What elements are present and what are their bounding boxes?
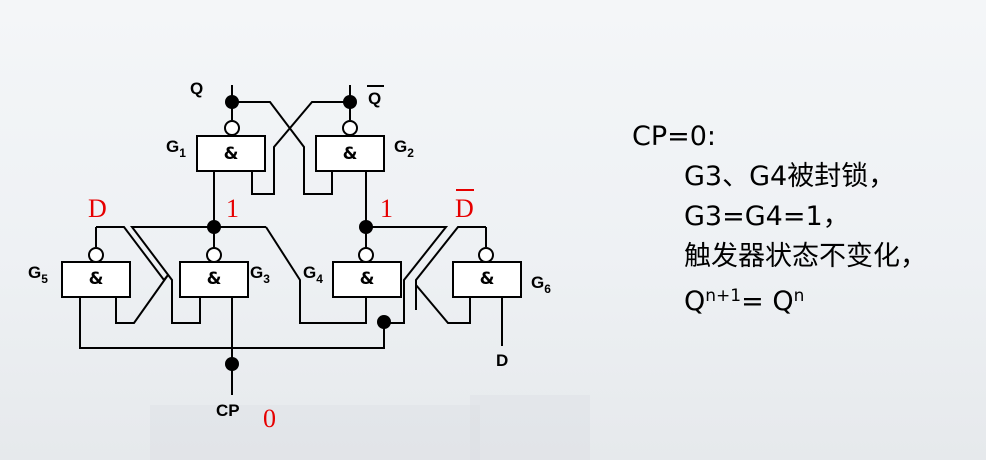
red-cp-value: 0 [263, 404, 276, 433]
gate-g2: & [315, 135, 385, 172]
label-g1: G1 [166, 137, 186, 160]
junction-dots [207, 95, 391, 371]
gate-g5: & [61, 261, 131, 298]
red-one-left: 1 [226, 194, 239, 223]
inversion-bubbles [88, 120, 494, 263]
label-g6: G6 [531, 273, 551, 296]
note-exp-n-plus-1: n+1 [705, 286, 742, 306]
gate-g3: & [179, 261, 249, 298]
note-exp-n: n [793, 286, 805, 306]
red-dbar-label: D [455, 194, 474, 223]
svg-text:&: & [343, 144, 358, 164]
background-building [150, 405, 480, 460]
svg-text:&: & [360, 269, 375, 289]
output-qbar-label: Q [368, 89, 381, 108]
gate-g1: & [196, 135, 266, 172]
note-q: Q [684, 286, 706, 317]
note-line-3: 触发器状态不变化， [684, 241, 927, 272]
wires [79, 85, 503, 395]
svg-text:&: & [207, 269, 222, 289]
red-d-label: D [88, 194, 107, 223]
input-cp-label: CP [216, 401, 240, 420]
note-line-1: G3、G4被封锁， [684, 161, 896, 192]
gate-g4: & [332, 261, 402, 298]
svg-text:&: & [224, 144, 239, 164]
svg-text:&: & [480, 269, 495, 289]
note-eq-q: = Q [741, 286, 794, 317]
note-title: CP=0: [632, 121, 717, 152]
label-g2: G2 [394, 137, 414, 160]
gate-g6: & [452, 261, 522, 298]
svg-text:&: & [89, 269, 104, 289]
note-line-2: G3=G4=1， [684, 201, 850, 232]
red-one-right: 1 [380, 194, 393, 223]
label-g3: G3 [250, 263, 270, 286]
label-g4: G4 [303, 263, 323, 286]
input-d-label: D [496, 351, 508, 370]
label-g5: G5 [28, 263, 48, 286]
background-building-right [470, 395, 590, 460]
output-q-label: Q [190, 79, 203, 98]
note-line-4: Qn+1= Qn [684, 280, 804, 318]
